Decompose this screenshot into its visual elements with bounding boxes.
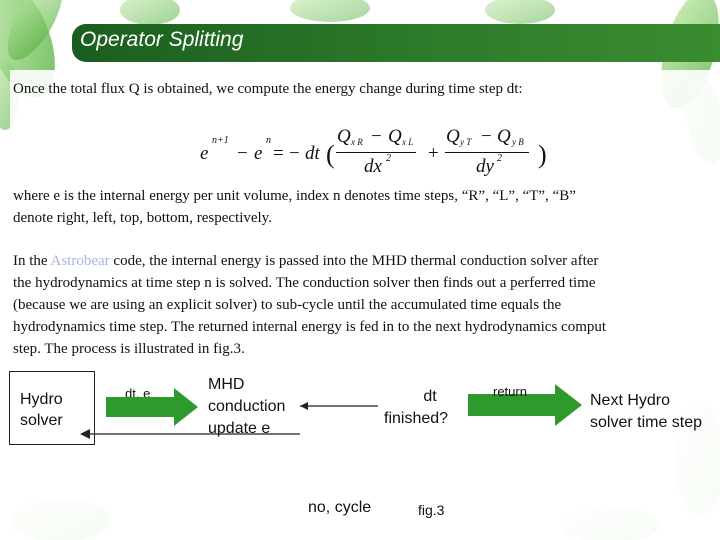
intro-text: Once the total flux Q is obtained, we co…	[13, 81, 523, 97]
feed-arrowhead	[300, 402, 308, 410]
astrobear-link[interactable]: Astrobear	[50, 253, 110, 269]
title-bar	[72, 24, 720, 62]
green-arrow-2	[468, 384, 582, 426]
eq-minus-1: −	[371, 126, 382, 147]
no-cycle-label: no, cycle	[308, 499, 372, 516]
hydro-solver-box: Hydro solver	[9, 371, 95, 445]
para2-line-3: (because we are using an explicit solver…	[13, 297, 562, 313]
para2-line-5: step. The process is illustrated in fig.…	[13, 341, 245, 357]
mhd-conduction-box: MHD conduction update e	[200, 371, 298, 441]
eq-dt: dt	[305, 143, 320, 164]
eq-dx: dx	[364, 156, 382, 177]
eq-fraction-bar-2	[445, 152, 529, 153]
eq-q-xl: Q	[388, 126, 402, 147]
fig-label: fig.3	[418, 502, 445, 518]
eq-sub-xl: x L	[402, 137, 414, 147]
eq-sup-n1: n+1	[212, 135, 229, 146]
eq-sub-xr: x R	[351, 137, 363, 147]
return-arrowhead	[80, 429, 90, 439]
hydro-solver-label: Hydro solver	[20, 391, 63, 429]
where-line-1: where e is the internal energy per unit …	[13, 188, 576, 204]
eq-sub-yt: y T	[460, 137, 472, 147]
eq-dy-sup: 2	[497, 153, 502, 164]
return-label: return	[493, 384, 527, 399]
eq-dx-sup: 2	[386, 153, 391, 164]
eq-q-yt: Q	[446, 126, 460, 147]
dt-finished-label: dt finished?	[384, 388, 449, 427]
where-line-2: denote right, left, top, bottom, respect…	[13, 210, 272, 226]
green-arrow	[106, 388, 198, 426]
eq-dy: dy	[476, 156, 494, 177]
eq-sub-yb: y B	[512, 137, 524, 147]
eq-fraction-bar-1	[336, 152, 416, 153]
eq-e-n: e	[254, 143, 263, 164]
para2-line-4: hydrodynamics time step. The returned in…	[13, 319, 607, 335]
eq-minus-2: −	[481, 126, 492, 147]
eq-q-xr: Q	[337, 126, 351, 147]
eq-bracket-left: (	[326, 140, 335, 169]
eq-sup-n: n	[266, 135, 271, 146]
mhd-conduction-label: MHD conduction update e	[208, 376, 286, 437]
para2-line-1: In the Astrobear code, the internal ener…	[13, 253, 599, 269]
eq-minus: −	[237, 143, 248, 164]
para2-line-2: the hydrodynamics at time step n is solv…	[13, 275, 596, 291]
eq-equals: =	[273, 143, 284, 164]
next-hydro-label: Next Hydro solver time step	[590, 392, 703, 431]
eq-q-yb: Q	[497, 126, 511, 147]
slide-title: Operator Splitting	[80, 28, 244, 51]
eq-neg: −	[289, 143, 300, 164]
eq-bracket-right: )	[538, 140, 547, 169]
eq-plus: +	[428, 143, 439, 164]
eq-e-lhs: e	[200, 143, 209, 164]
